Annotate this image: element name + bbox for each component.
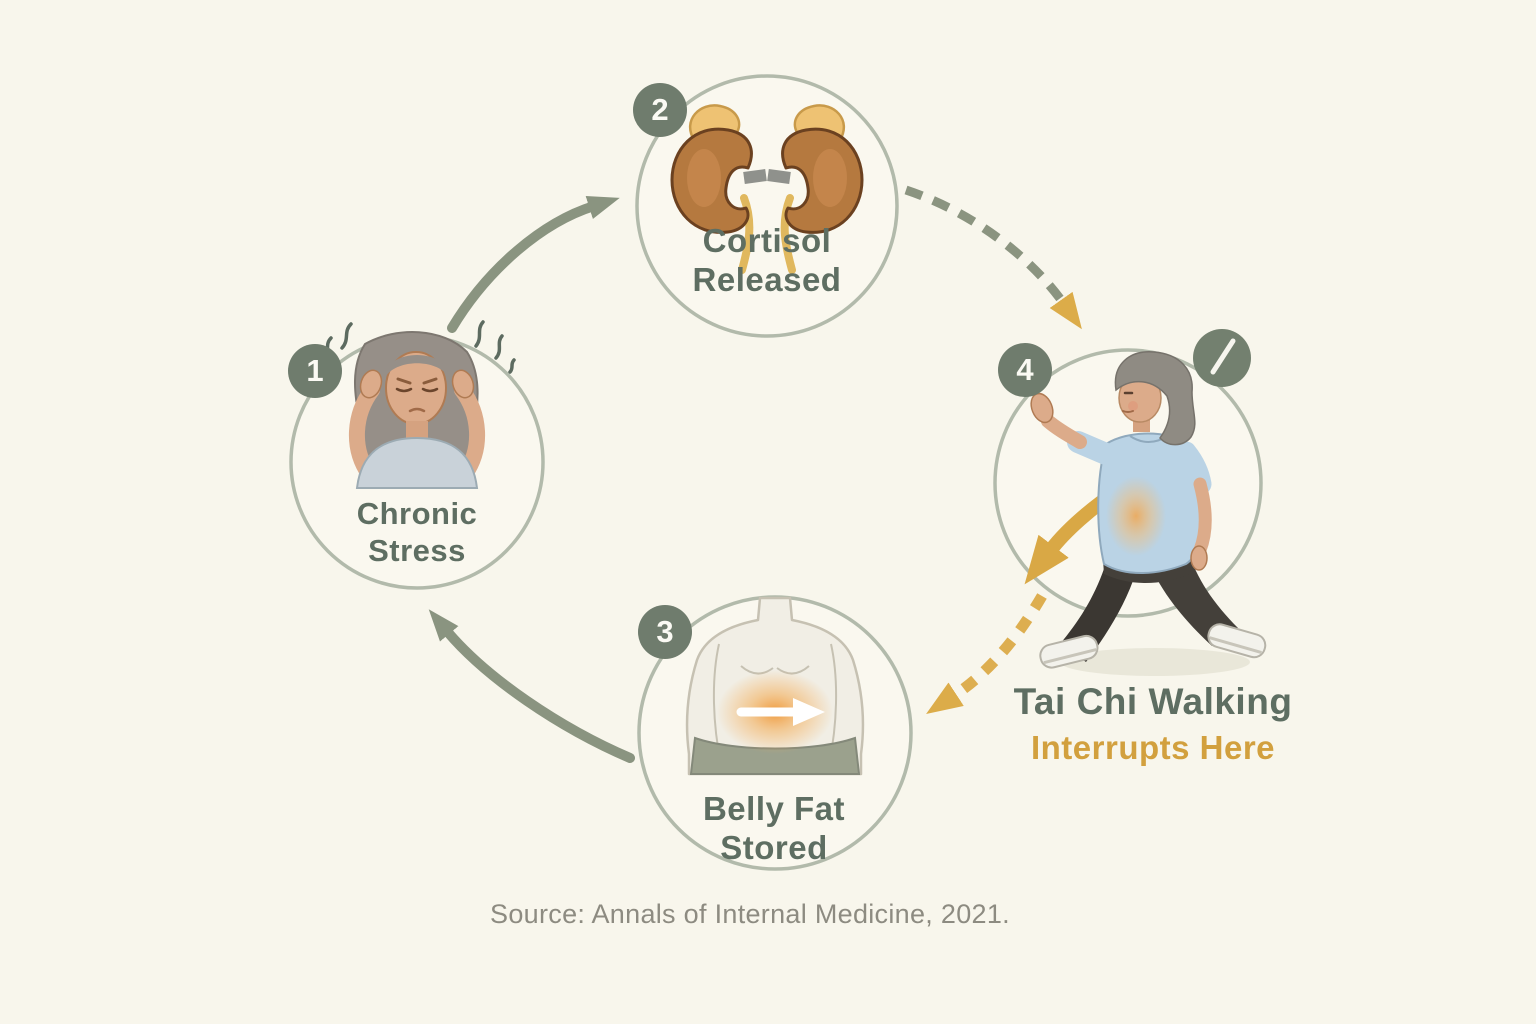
label-tai-chi-walking: Tai Chi Walking Interrupts Here xyxy=(1014,681,1293,767)
label-line: Released xyxy=(692,260,842,298)
arrow-stress-to-cortisol xyxy=(447,196,620,333)
source-citation: Source: Annals of Internal Medicine, 202… xyxy=(490,899,1010,929)
kidneys-adrenal-glands-icon xyxy=(670,104,864,274)
caption-interrupts: Interrupts Here xyxy=(1030,729,1276,766)
slash-icon xyxy=(1193,329,1251,387)
label-chronic-stress: Chronic Stress xyxy=(357,496,478,569)
label-line: Stress xyxy=(368,532,466,568)
arrow-bellyfat-to-stress xyxy=(428,609,635,763)
step-badge-1: 1 xyxy=(288,344,342,398)
label-line: Stored xyxy=(720,828,828,866)
label-belly-fat-stored: Belly Fat Stored xyxy=(703,790,845,868)
label-line: Cortisol xyxy=(702,222,832,259)
arrow-cortisol-to-walking xyxy=(904,185,1082,330)
belly-fat-torso-icon xyxy=(685,596,865,776)
step-badge-4: 4 xyxy=(998,343,1052,397)
label-line: Belly Fat xyxy=(702,790,846,827)
label-line: Chronic xyxy=(356,496,478,531)
caption-title: Tai Chi Walking xyxy=(1013,681,1293,722)
tai-chi-walking-woman-icon xyxy=(1030,351,1267,676)
label-cortisol-released: Cortisol Released xyxy=(693,222,842,300)
step-badge-3: 3 xyxy=(638,605,692,659)
stressed-woman-icon xyxy=(311,320,516,489)
step-badge-2: 2 xyxy=(633,83,687,137)
